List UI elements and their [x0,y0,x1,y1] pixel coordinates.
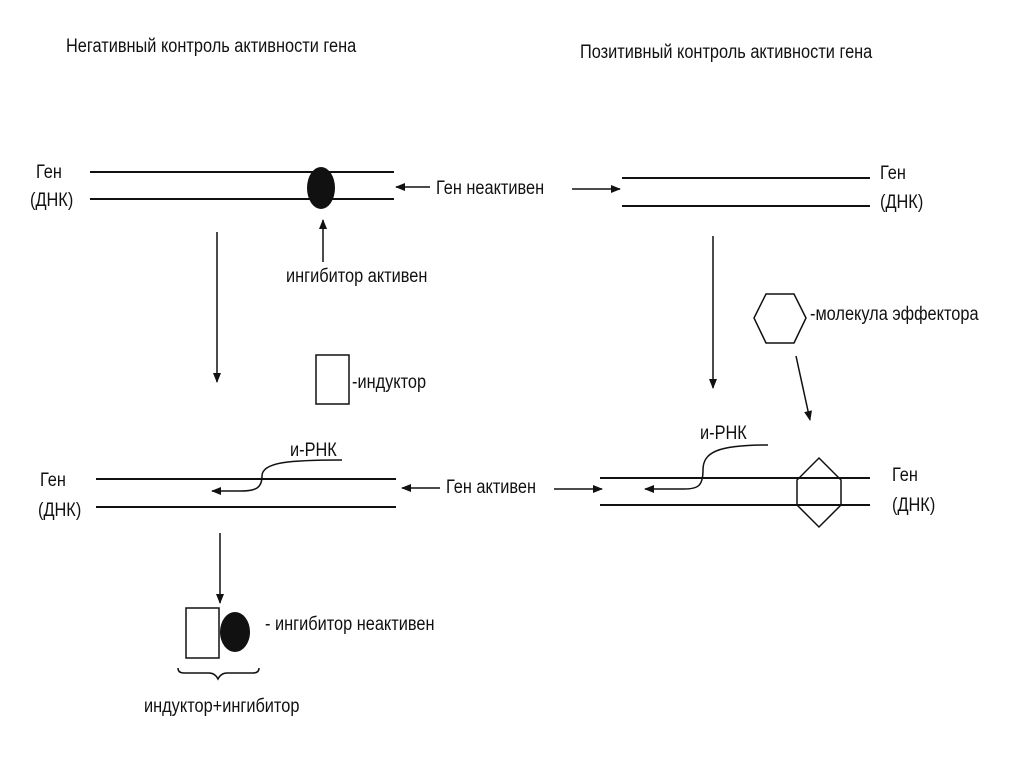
positive-dna-inactive [622,177,870,207]
gene-label-top-left: Ген [36,162,62,183]
inducer-label: -индуктор [352,372,427,393]
effector-molecule-label: -молекула эффектора [810,304,979,325]
positive-dna-active [600,477,870,506]
inhibitor-active-label: ингибитор активен [286,266,428,287]
gene-active-label: Ген активен [446,477,537,498]
effector-hexagon-icon [753,293,807,344]
dna-label-bottom-right: (ДНК) [892,495,936,516]
negative-dna-inactive [90,171,394,200]
complex-brace [177,667,260,681]
dna-label-top-left: (ДНК) [30,190,74,211]
gene-label-bottom-right: Ген [892,465,918,486]
inhibitor-inactive-label: - ингибитор неактивен [265,614,435,635]
negative-dna-active [96,478,396,508]
negative-mrna-strand [211,459,343,495]
inducer-plus-inhibitor-label: индуктор+ингибитор [144,696,300,717]
gene-inactive-label: Ген неактивен [436,178,545,199]
mrna-label-right: и-РНК [700,423,747,444]
complex-inducer-icon [185,607,220,659]
positive-mrna-strand [644,444,769,493]
inducer-icon [315,354,350,405]
negative-control-title: Негативный контроль активности гена [66,36,357,57]
effector-arrow [795,355,812,421]
effector-bound-hexagon-icon [796,456,842,529]
gene-label-top-right: Ген [880,163,906,184]
mrna-label-left: и-РНК [290,440,337,461]
positive-control-title: Позитивный контроль активности гена [580,42,873,63]
dna-label-bottom-left: (ДНК) [38,500,82,521]
complex-inhibitor-icon [220,612,250,652]
inhibitor-bound-icon [307,167,335,209]
gene-label-bottom-left: Ген [40,470,66,491]
dna-label-top-right: (ДНК) [880,192,924,213]
